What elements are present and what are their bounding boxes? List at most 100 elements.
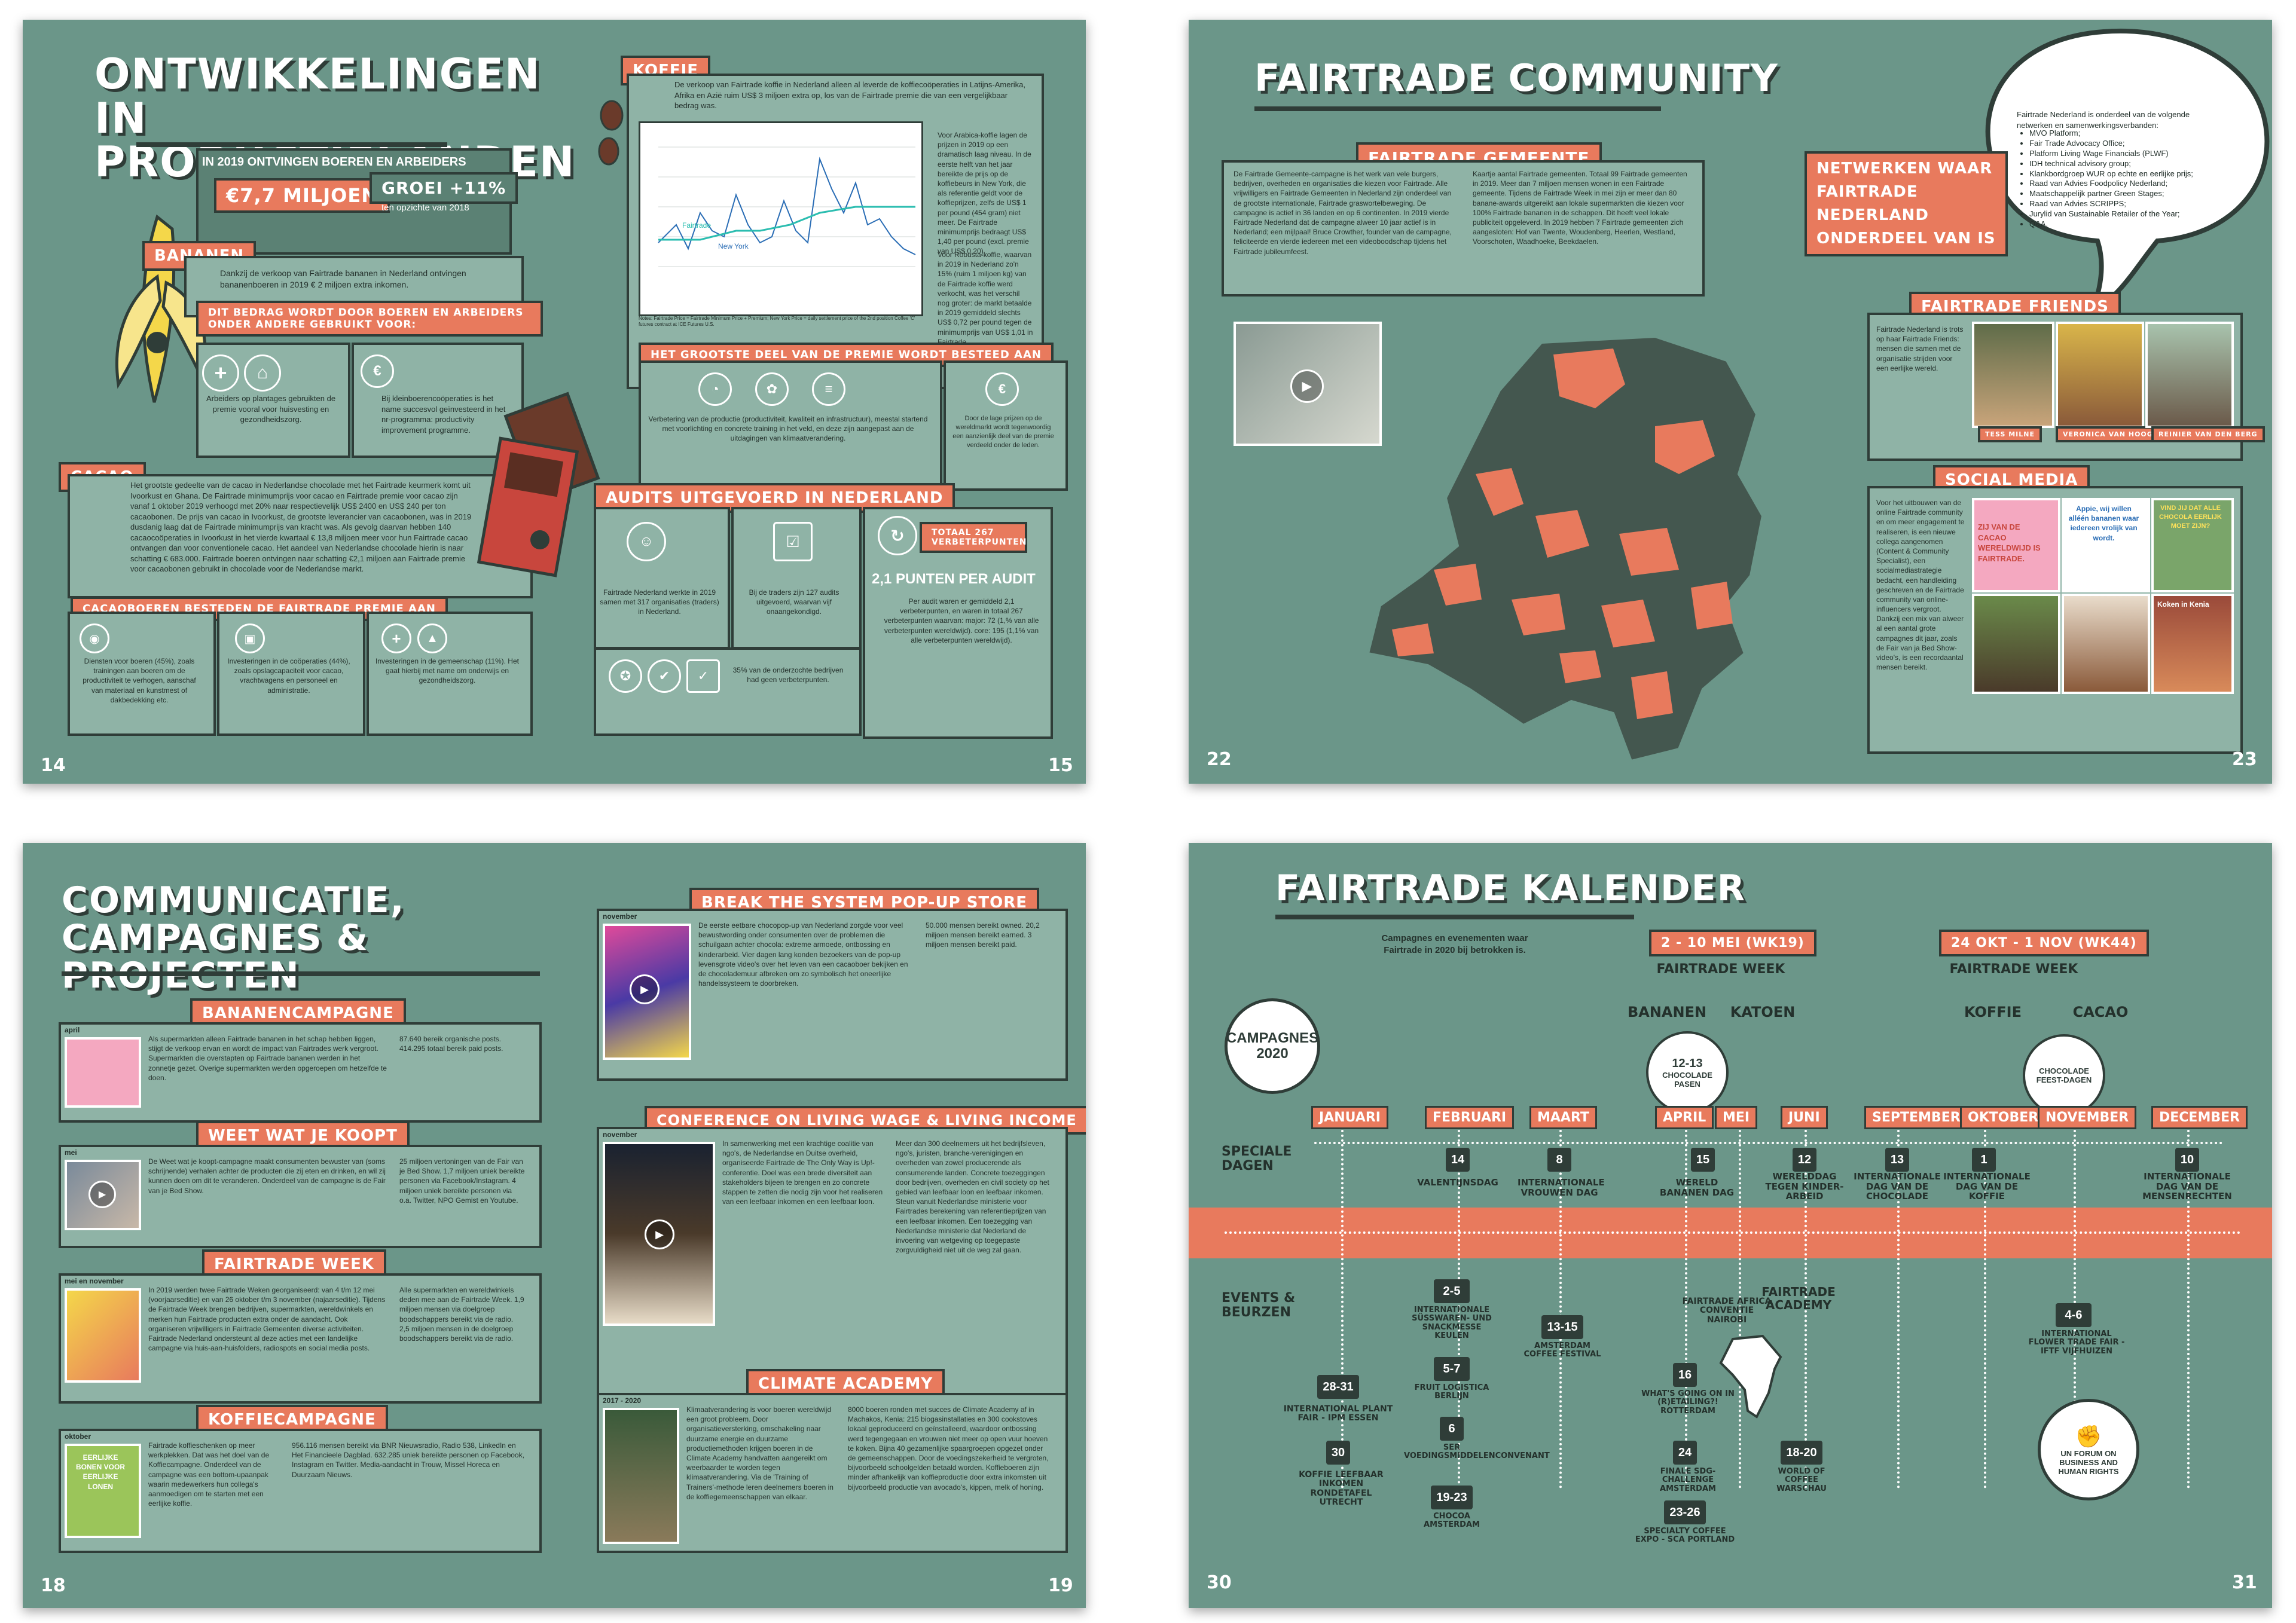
audits-box-4 (594, 647, 862, 736)
week-stats: Alle supermarkten en wereldwinkels deden… (399, 1286, 524, 1343)
netwerken-label: Netwerken waar Fairtrade Nederland onder… (1805, 151, 2008, 256)
month-label: September (1864, 1106, 1968, 1129)
week1-name: Fairtrade week (1656, 962, 1785, 977)
event-date: 28-31 (1317, 1375, 1359, 1399)
event-name: World of coffee Warschau (1776, 1467, 1827, 1493)
tick (1685, 1130, 1687, 1488)
pasen-badge: 12-13 Chocolade Pasen (1646, 1031, 1729, 1114)
event-name: International plant fair - IPM Essen (1283, 1404, 1393, 1423)
special-day-num: 15 (1691, 1148, 1715, 1172)
pasen-name: Chocolade Pasen (1662, 1070, 1712, 1089)
netwerken-item: Maatschappelijk partner Green Stages; (2029, 189, 2233, 199)
audits-per: 2,1 punten per audit (872, 571, 1036, 587)
page-number-left: 30 (1207, 1572, 1232, 1593)
event-date: 5-7 (1434, 1357, 1470, 1381)
week2-date: 24 okt - 1 nov (wk44) (1939, 930, 2149, 956)
event-name: Amsterdam coffee festival (1523, 1341, 1601, 1359)
road-icon: ≡ (812, 372, 845, 406)
premie-text-2: Door de lage prijzen op de wereldmarkt w… (952, 415, 1054, 449)
play-icon[interactable]: ▶ (88, 1181, 116, 1208)
tick (1739, 1130, 1741, 1488)
page-title: Fairtrade community (1254, 56, 1779, 100)
friends-text: Fairtrade Nederland is trots op haar Fai… (1876, 325, 1964, 372)
gemeente-text-2: Kaartje aantal Fairtrade gemeenten. Tota… (1473, 170, 1687, 246)
climate-photo (603, 1408, 679, 1544)
event-name: International flower trade fair - IFTF V… (2028, 1329, 2125, 1356)
event-date: 4-6 (2056, 1303, 2092, 1327)
special-day-num: 12 (1793, 1148, 1816, 1172)
bananen-campaign: Bananen (1627, 1004, 1707, 1020)
gemeente-text-1: De Fairtrade Gemeente-campagne is het we… (1234, 170, 1452, 256)
break-text: De eerste eetbare chocopop-up van Nederl… (698, 921, 908, 988)
play-icon[interactable]: ▶ (630, 974, 660, 1004)
koffie-poster (65, 1444, 141, 1538)
legend-newyork: New York (718, 242, 749, 250)
special-day-num: 1 (1972, 1148, 1996, 1172)
social-post-1 (1972, 498, 2060, 592)
social-post-text-2: Appie, wij willen alléén bananen waar ie… (2068, 505, 2139, 542)
play-icon[interactable]: ▶ (1290, 369, 1324, 403)
plant-icon: ✿ (755, 372, 789, 406)
koffie-campaign: Koffie (1964, 1004, 2022, 1020)
play-icon[interactable]: ▶ (645, 1219, 674, 1249)
month-label: Maart (1529, 1106, 1597, 1129)
tick (1984, 1130, 1986, 1488)
koffie-month: oktober (65, 1432, 91, 1441)
event-date: 18-20 (1781, 1441, 1822, 1465)
chocolate-illustration (477, 392, 600, 577)
event-date: 13-15 (1541, 1315, 1583, 1339)
netwerken-item: IDH technical advisory group; (2029, 159, 2233, 169)
conference-month: november (603, 1130, 637, 1139)
money-icon: € (361, 354, 394, 388)
cacao-campaign: Cacao (2072, 1004, 2129, 1020)
coffee-price-chart: New York Fairtrade (639, 121, 923, 316)
friend-photo-3 (2145, 322, 2234, 428)
netwerken-list: MVO Platform; Fair Trade Advocacy Office… (2020, 129, 2233, 230)
spread-community: Fairtrade community Fairtrade gemeente D… (1189, 20, 2272, 784)
speciale-dagen-label: Speciale dagen (1222, 1144, 1292, 1174)
growth-subtitle: ten opzichte van 2018 (381, 203, 469, 213)
chart-caption: Notes: Fairtrade Price = Fairtrade Minim… (639, 316, 915, 328)
special-day-name: Werelddag tegen kinder-arbeid (1765, 1171, 1844, 1202)
friend-name-3: Reinier van den Berg (2151, 426, 2265, 442)
special-day-name: Valentijnsdag (1417, 1177, 1498, 1188)
tick (1559, 1130, 1562, 1488)
page-number-left: 14 (41, 755, 66, 776)
refresh-icon: ↻ (878, 516, 917, 555)
headline-2019: In 2019 ontvingen boeren en arbeiders (202, 155, 466, 169)
house-icon: ⌂ (244, 354, 281, 392)
subtitle: Campagnes en evenementen waar Fairtrade … (1381, 933, 1528, 956)
conference-text: In samenwerking met een krachtige coalit… (722, 1139, 883, 1206)
event-date: 6 (1440, 1417, 1464, 1441)
weet-text: De Weet wat je koopt-campagne maakt cons… (148, 1157, 386, 1195)
timeline-center (1225, 1231, 2241, 1234)
africa-conference: Fairtrade Africa conventie Nairobi (1682, 1297, 1772, 1325)
bedrag-label: Dit bedrag wordt door boeren en arbeider… (196, 301, 543, 337)
award-icon: ✪ (609, 659, 642, 693)
kleinboeren-text: Bij kleinboerencoöperaties is het name s… (381, 394, 506, 435)
speech-bubble (1985, 29, 2270, 319)
tick (1897, 1130, 1900, 1488)
premie-box-1 (639, 360, 942, 491)
feestdagen-badge: Chocolade feest-dagen (2023, 1034, 2105, 1117)
koffie-robusta: Voor Robusta-koffie, waarvan in 2019 in … (938, 250, 1033, 346)
special-day-name: Internationale dag van de mensenrechten (2142, 1171, 2232, 1202)
social-post-text-4: Koken in Kenia (2157, 600, 2209, 609)
netwerken-item: Klankbordgroep WUR op echte en eerlijke … (2029, 169, 2233, 179)
month-label: December (2151, 1106, 2248, 1129)
fairtrade-academy: Fairtrade academy (1761, 1285, 1836, 1312)
month-label: Mei (1715, 1106, 1758, 1129)
month-label: April (1655, 1106, 1714, 1129)
netwerken-intro: Fairtrade Nederland is onderdeel van de … (2017, 110, 2190, 130)
event-date: 30 (1326, 1441, 1350, 1465)
title-underline (1275, 915, 1634, 919)
health-icon: + (381, 623, 411, 653)
event-date: 2-5 (1434, 1279, 1470, 1303)
checklist-icon: ☑ (773, 522, 813, 561)
bananen-text: Dankzij de verkoop van Fairtrade bananen… (220, 268, 466, 289)
katoen-campaign: Katoen (1730, 1004, 1796, 1020)
special-day-num: 14 (1446, 1148, 1470, 1172)
tick (1805, 1130, 1807, 1488)
fist-icon: ✊ (2075, 1423, 2102, 1448)
audits-text-3: Per audit waren er gemiddeld 2,1 verbete… (884, 597, 1039, 644)
